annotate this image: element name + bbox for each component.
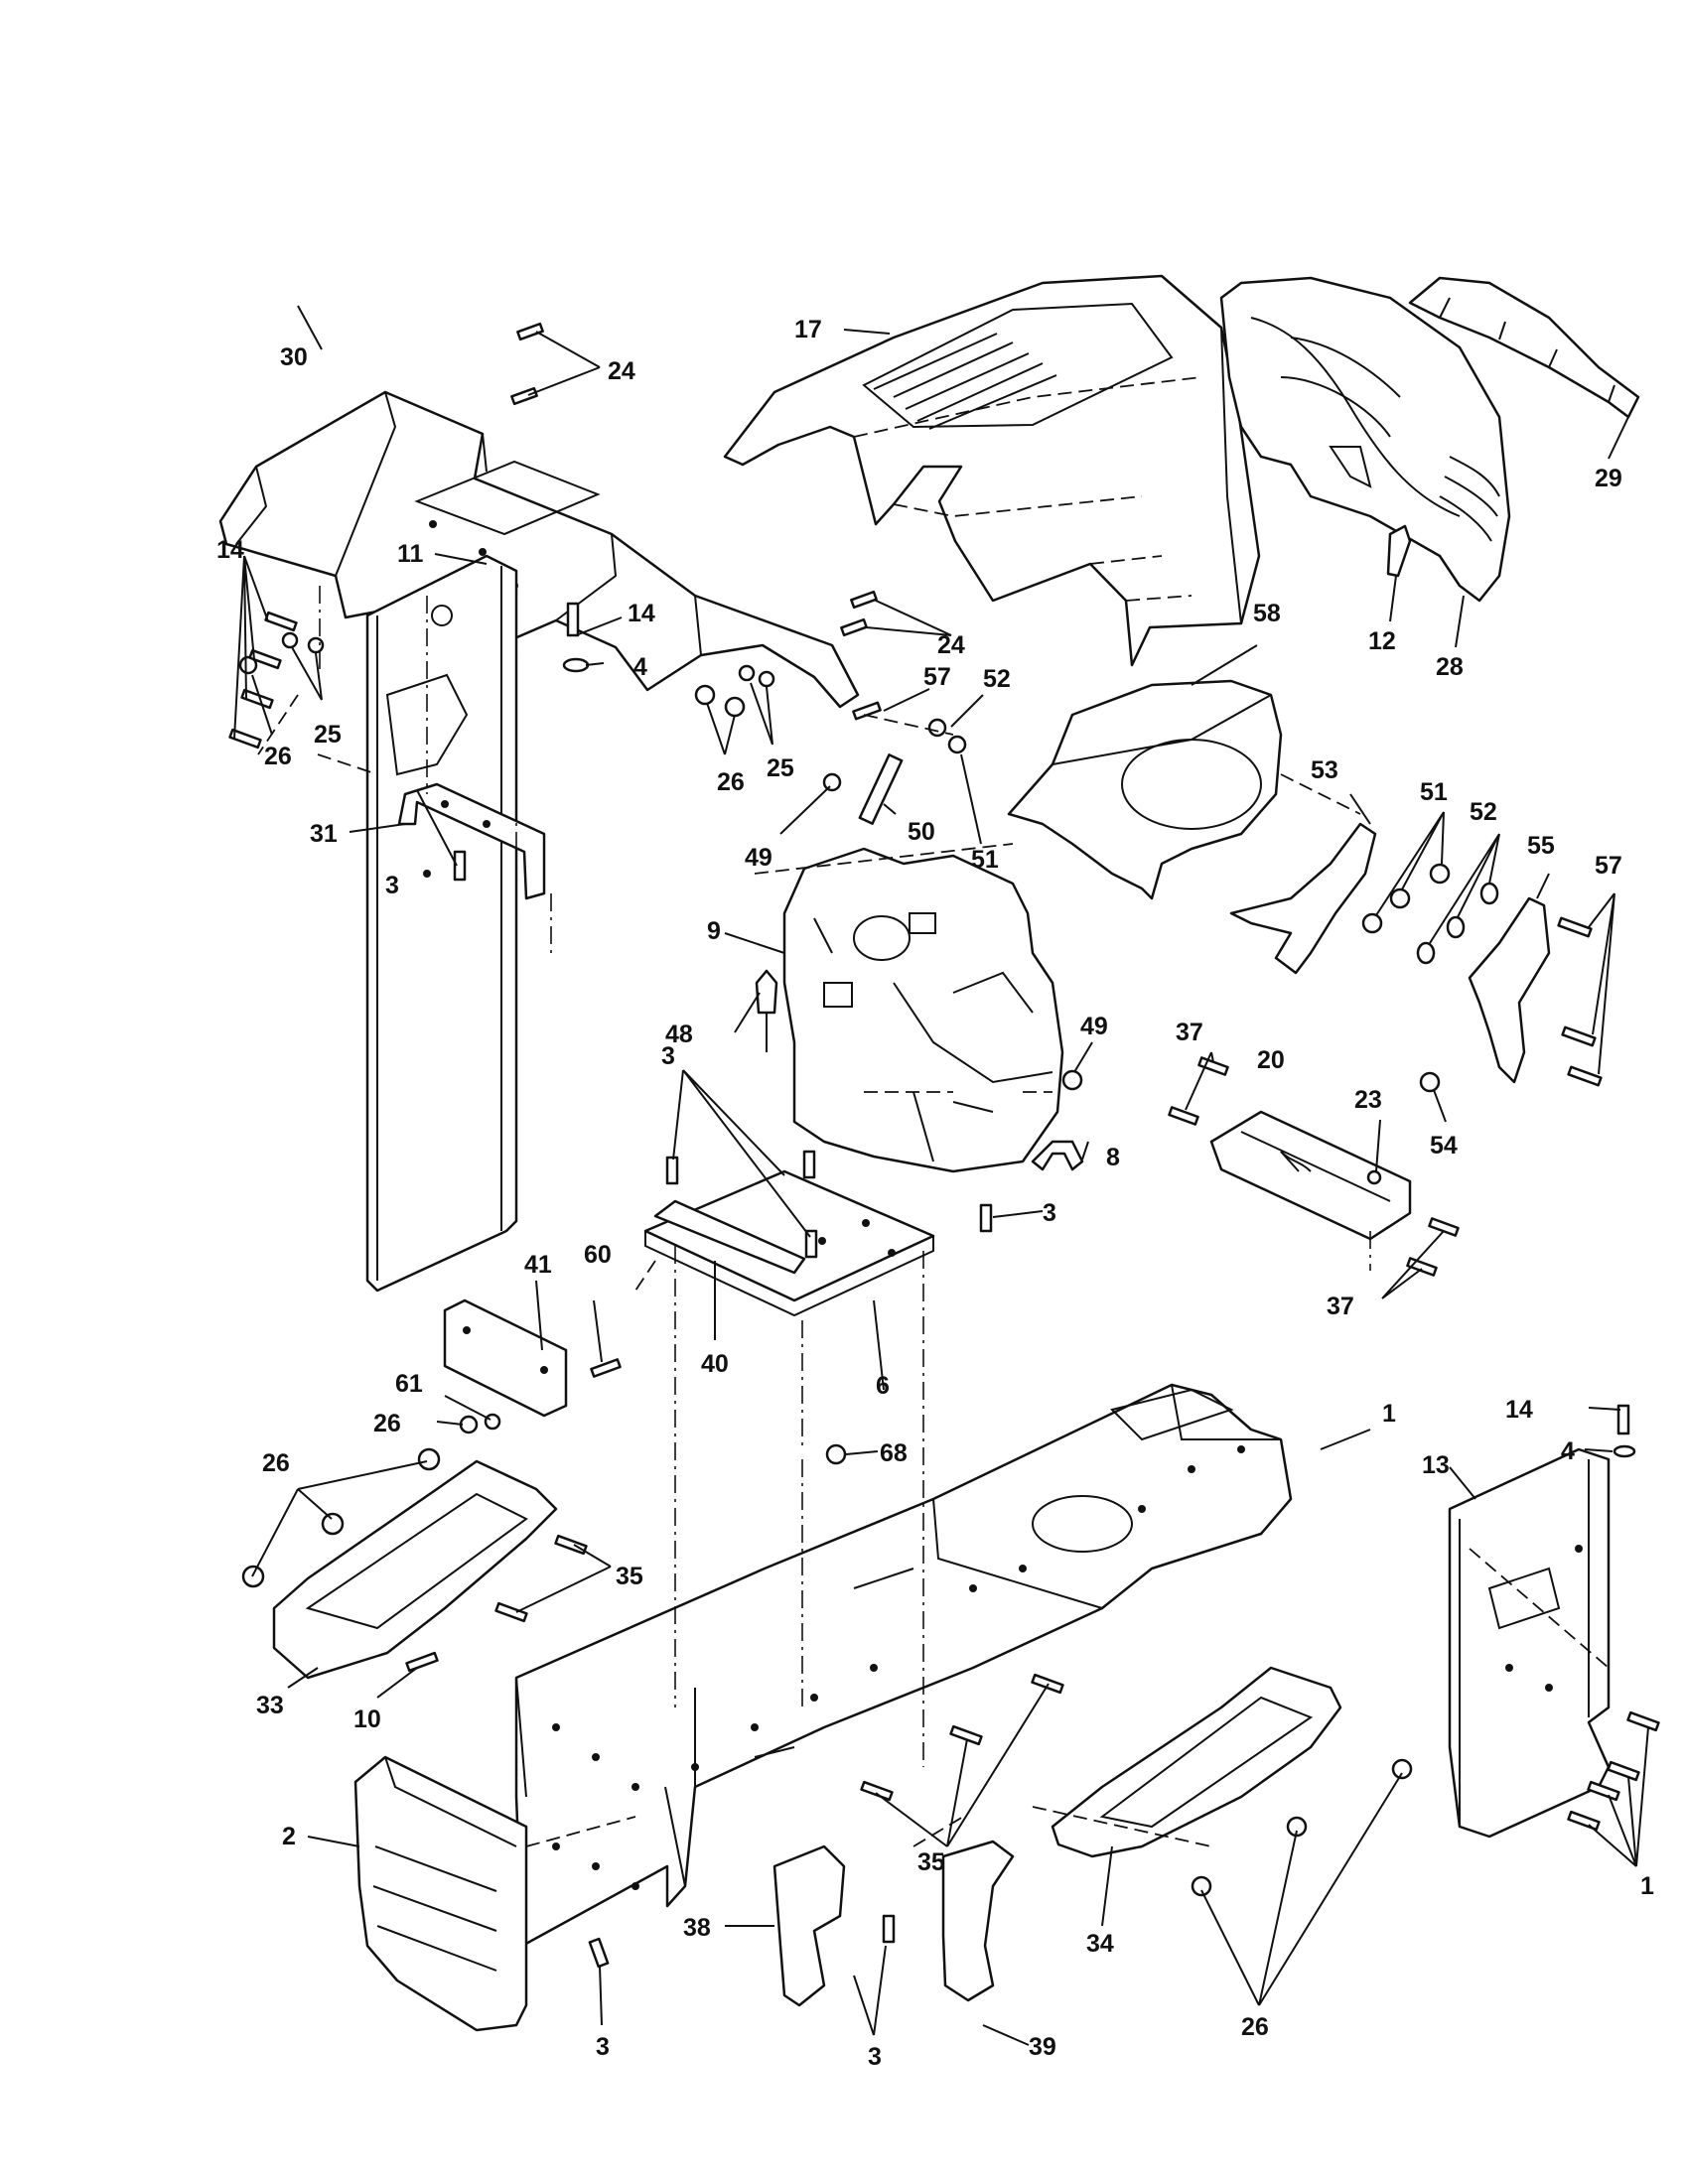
rear-plate-part-2 xyxy=(353,1755,528,2032)
clamp-part-8 xyxy=(1031,1140,1084,1171)
callout-9: 9 xyxy=(707,917,721,945)
footrest-part-34 xyxy=(1051,1666,1342,1858)
callout-41: 41 xyxy=(524,1251,552,1279)
callout-29: 29 xyxy=(1595,465,1622,492)
clip-part-12 xyxy=(1386,524,1412,578)
callout-51: 51 xyxy=(1420,778,1448,806)
callout-24: 24 xyxy=(937,631,965,659)
callout-12: 12 xyxy=(1368,627,1396,655)
callout-37: 37 xyxy=(1176,1019,1203,1046)
callout-26: 26 xyxy=(373,1410,401,1437)
callout-3: 3 xyxy=(385,872,399,899)
callout-26: 26 xyxy=(264,743,292,770)
callout-58: 58 xyxy=(1253,600,1281,627)
callout-25: 25 xyxy=(767,754,794,782)
side-panel-part-13 xyxy=(1448,1447,1611,1839)
callout-53: 53 xyxy=(1311,756,1338,784)
callout-10: 10 xyxy=(353,1706,381,1733)
bracket-part-31 xyxy=(397,782,546,900)
bracket-part-55 xyxy=(1468,896,1551,1084)
callout-48: 48 xyxy=(665,1021,693,1048)
push-pin-part-48 xyxy=(755,969,778,1052)
callout-34: 34 xyxy=(1086,1930,1114,1958)
bracket-part-40 xyxy=(653,1199,806,1275)
callout-8: 8 xyxy=(1106,1144,1120,1171)
dash-panel-part-9 xyxy=(782,847,1064,1173)
callout-3: 3 xyxy=(1043,1199,1056,1227)
callout-54: 54 xyxy=(1430,1132,1458,1160)
frame-part-1 xyxy=(514,1383,1293,1948)
grille-housing-part-28 xyxy=(1219,276,1511,603)
callout-33: 33 xyxy=(256,1692,284,1719)
grille-insert-part-29 xyxy=(1408,276,1640,419)
callout-3: 3 xyxy=(868,2043,882,2071)
callout-25: 25 xyxy=(314,721,342,749)
callout-3: 3 xyxy=(596,2033,610,2061)
callout-38: 38 xyxy=(683,1914,711,1942)
bracket-part-39 xyxy=(941,1840,1015,2002)
callout-68: 68 xyxy=(880,1439,908,1467)
callout-1: 1 xyxy=(1640,1872,1654,1900)
callout-17: 17 xyxy=(794,316,822,343)
hardware xyxy=(228,322,1660,1969)
callout-52: 52 xyxy=(1470,798,1497,826)
bracket-part-38 xyxy=(772,1844,846,2007)
callout-14: 14 xyxy=(1505,1396,1533,1424)
callout-37: 37 xyxy=(1327,1293,1354,1320)
footrest-part-33 xyxy=(272,1459,558,1680)
callout-4: 4 xyxy=(633,653,647,681)
callout-14: 14 xyxy=(216,536,244,564)
callout-49: 49 xyxy=(1080,1013,1108,1040)
callout-23: 23 xyxy=(1354,1086,1382,1114)
dash-liner-part-58 xyxy=(1007,679,1283,900)
callout-20: 20 xyxy=(1257,1046,1285,1074)
callout-26: 26 xyxy=(717,768,745,796)
callout-6: 6 xyxy=(876,1372,890,1400)
callout-52: 52 xyxy=(983,665,1011,693)
callout-40: 40 xyxy=(701,1350,729,1378)
bracket-part-53 xyxy=(1229,822,1377,975)
callout-26: 26 xyxy=(262,1449,290,1477)
callout-51: 51 xyxy=(971,846,999,874)
callout-11: 11 xyxy=(397,540,424,568)
leader-lines xyxy=(233,305,1649,2046)
callout-4: 4 xyxy=(1561,1437,1575,1465)
callout-35: 35 xyxy=(917,1848,945,1876)
callout-55: 55 xyxy=(1527,832,1555,860)
callout-57: 57 xyxy=(923,663,951,691)
side-panel-part-11 xyxy=(365,554,518,1293)
callout-3: 3 xyxy=(661,1042,675,1070)
callout-50: 50 xyxy=(908,818,935,846)
callout-1: 1 xyxy=(1382,1400,1396,1428)
callout-30: 30 xyxy=(280,343,308,371)
callout-57: 57 xyxy=(1595,852,1622,880)
callout-labels: 30 24 17 29 24 12 28 58 57 52 25 26 26 2… xyxy=(216,316,1654,2071)
callout-60: 60 xyxy=(584,1241,612,1269)
bracket-part-41 xyxy=(443,1298,568,1418)
callout-13: 13 xyxy=(1422,1451,1450,1479)
assembly-lines xyxy=(257,586,1610,1847)
callout-28: 28 xyxy=(1436,653,1464,681)
callout-2: 2 xyxy=(282,1823,296,1850)
plate-part-6 xyxy=(643,1169,935,1317)
callout-14: 14 xyxy=(628,600,655,627)
callout-49: 49 xyxy=(745,844,772,872)
callout-24: 24 xyxy=(608,357,635,385)
callout-31: 31 xyxy=(310,820,338,848)
callout-61: 61 xyxy=(395,1370,423,1398)
hood-part-17 xyxy=(723,274,1261,667)
callout-26: 26 xyxy=(1241,2013,1269,2041)
callout-35: 35 xyxy=(616,1563,643,1590)
callout-39: 39 xyxy=(1029,2033,1056,2061)
